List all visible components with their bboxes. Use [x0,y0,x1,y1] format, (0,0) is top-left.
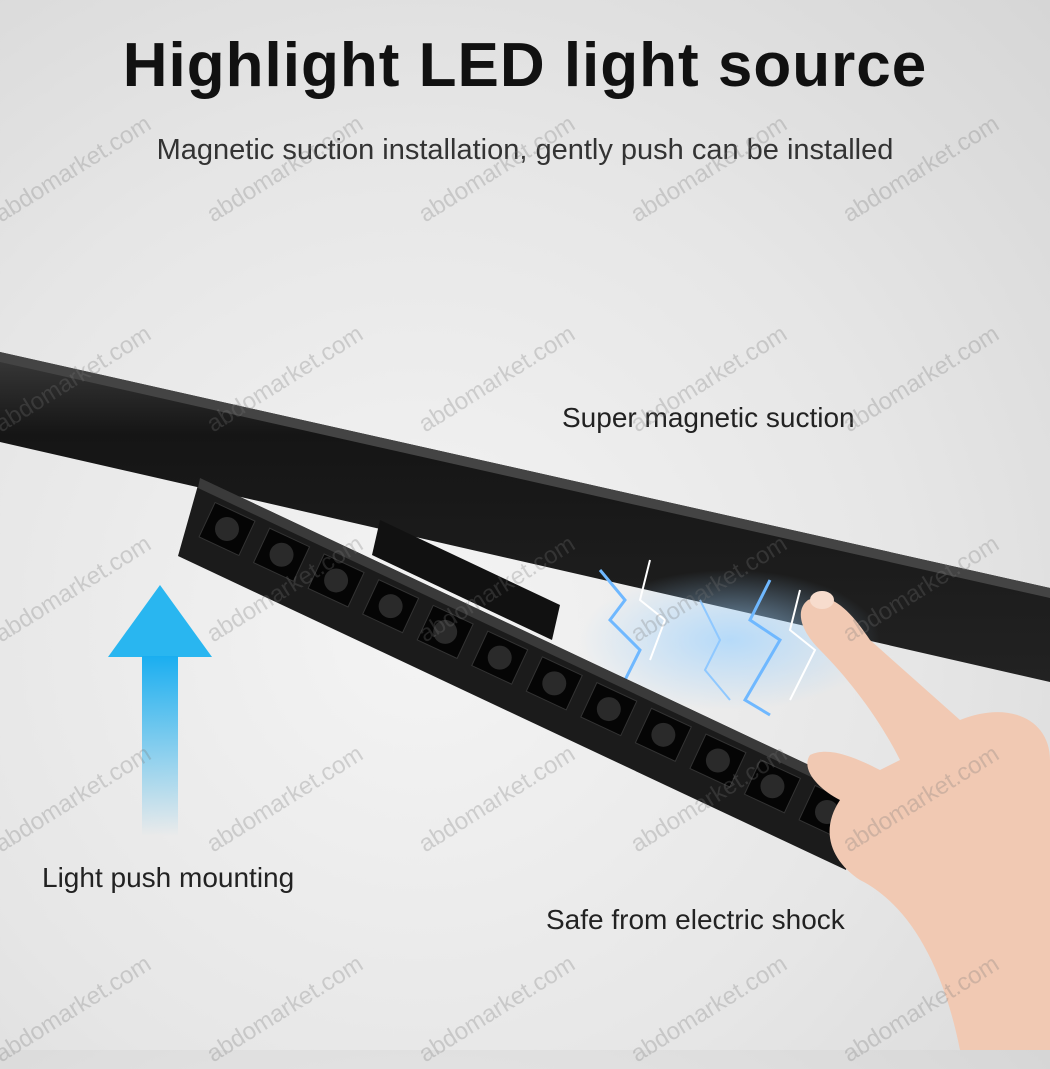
lens-honeycomb [760,774,785,799]
lens-honeycomb [705,748,730,773]
lens-honeycomb [269,542,294,567]
lens-honeycomb [487,645,512,670]
subtitle: Magnetic suction installation, gently pu… [156,134,894,166]
label-magnetic-suction: Super magnetic suction [562,402,855,433]
label-push-mounting: Light push mounting [42,862,295,893]
hand-illustration [800,591,1050,1050]
lens-array [198,501,856,840]
linear-light-module [178,478,862,870]
lens-honeycomb [651,722,676,747]
lens-honeycomb [596,697,621,722]
lens-honeycomb [215,517,239,541]
page-title: Highlight LED light source [122,31,928,100]
lens-honeycomb [324,568,349,593]
lens-honeycomb [542,671,567,696]
label-safe-shock: Safe from electric shock [546,904,845,935]
push-arrow-icon [108,585,212,836]
lens-honeycomb [433,619,458,644]
lens-honeycomb [378,594,403,619]
